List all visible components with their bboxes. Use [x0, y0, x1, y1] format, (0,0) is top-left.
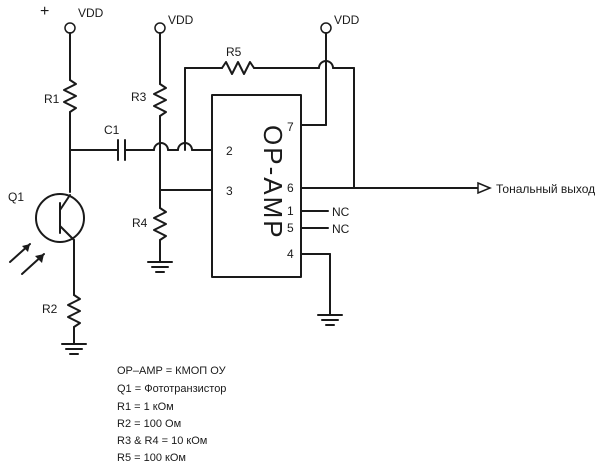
resistor-r4 — [153, 207, 167, 241]
pin-4-label: 4 — [287, 247, 294, 261]
plus-sign: + — [40, 3, 49, 20]
vdd-terminal-1 — [64, 22, 76, 34]
pin-7-label: 7 — [287, 120, 294, 134]
light-arrow-head-2 — [35, 254, 44, 263]
vdd-label-1: VDD — [78, 6, 104, 20]
label-q1: Q1 — [8, 190, 24, 204]
output-label: Тональный выход — [496, 182, 595, 196]
resistor-r1 — [63, 79, 77, 113]
light-arrow-head-1 — [22, 244, 30, 252]
nc-label-pin1: NC — [332, 205, 350, 219]
legend-line: Q1 = Фототранзистор — [117, 383, 226, 395]
pin-6-label: 6 — [287, 181, 294, 195]
legend-line: OP–AMP = КМОП ОУ — [117, 365, 227, 377]
pin-1-label: 1 — [287, 204, 294, 218]
vdd-terminal-3 — [320, 22, 332, 34]
pin-5-label: 5 — [287, 221, 294, 235]
output-arrow — [477, 181, 492, 195]
resistor-r5 — [221, 61, 255, 75]
legend-line: R5 = 100 кОм — [117, 452, 186, 464]
resistor-r3 — [153, 83, 167, 117]
vdd-label-3: VDD — [334, 13, 360, 27]
opamp-title: OP-AMP — [258, 125, 288, 240]
legend-line: R2 = 100 Ом — [117, 418, 181, 430]
opamp-body — [211, 94, 302, 278]
legend-line: R3 & R4 = 10 кОм — [117, 435, 207, 447]
label-c1: C1 — [104, 123, 120, 137]
vdd-label-2: VDD — [168, 13, 194, 27]
legend-line: R1 = 1 кОм — [117, 401, 174, 413]
phototransistor-q1 — [35, 193, 85, 243]
label-r4: R4 — [132, 216, 148, 230]
label-r1: R1 — [44, 92, 60, 106]
label-r5: R5 — [226, 45, 242, 59]
q1-emitter — [59, 225, 75, 241]
legend: OP–AMP = КМОП ОУ Q1 = Фототранзистор R1 … — [117, 365, 227, 464]
resistor-r2 — [67, 294, 81, 328]
q1-collector — [59, 194, 71, 211]
pin-2-label: 2 — [226, 144, 233, 158]
vdd-terminal-2 — [154, 22, 166, 34]
label-r3: R3 — [131, 90, 147, 104]
pin-3-label: 3 — [226, 184, 233, 198]
nc-label-pin5: NC — [332, 222, 350, 236]
label-r2: R2 — [42, 302, 58, 316]
